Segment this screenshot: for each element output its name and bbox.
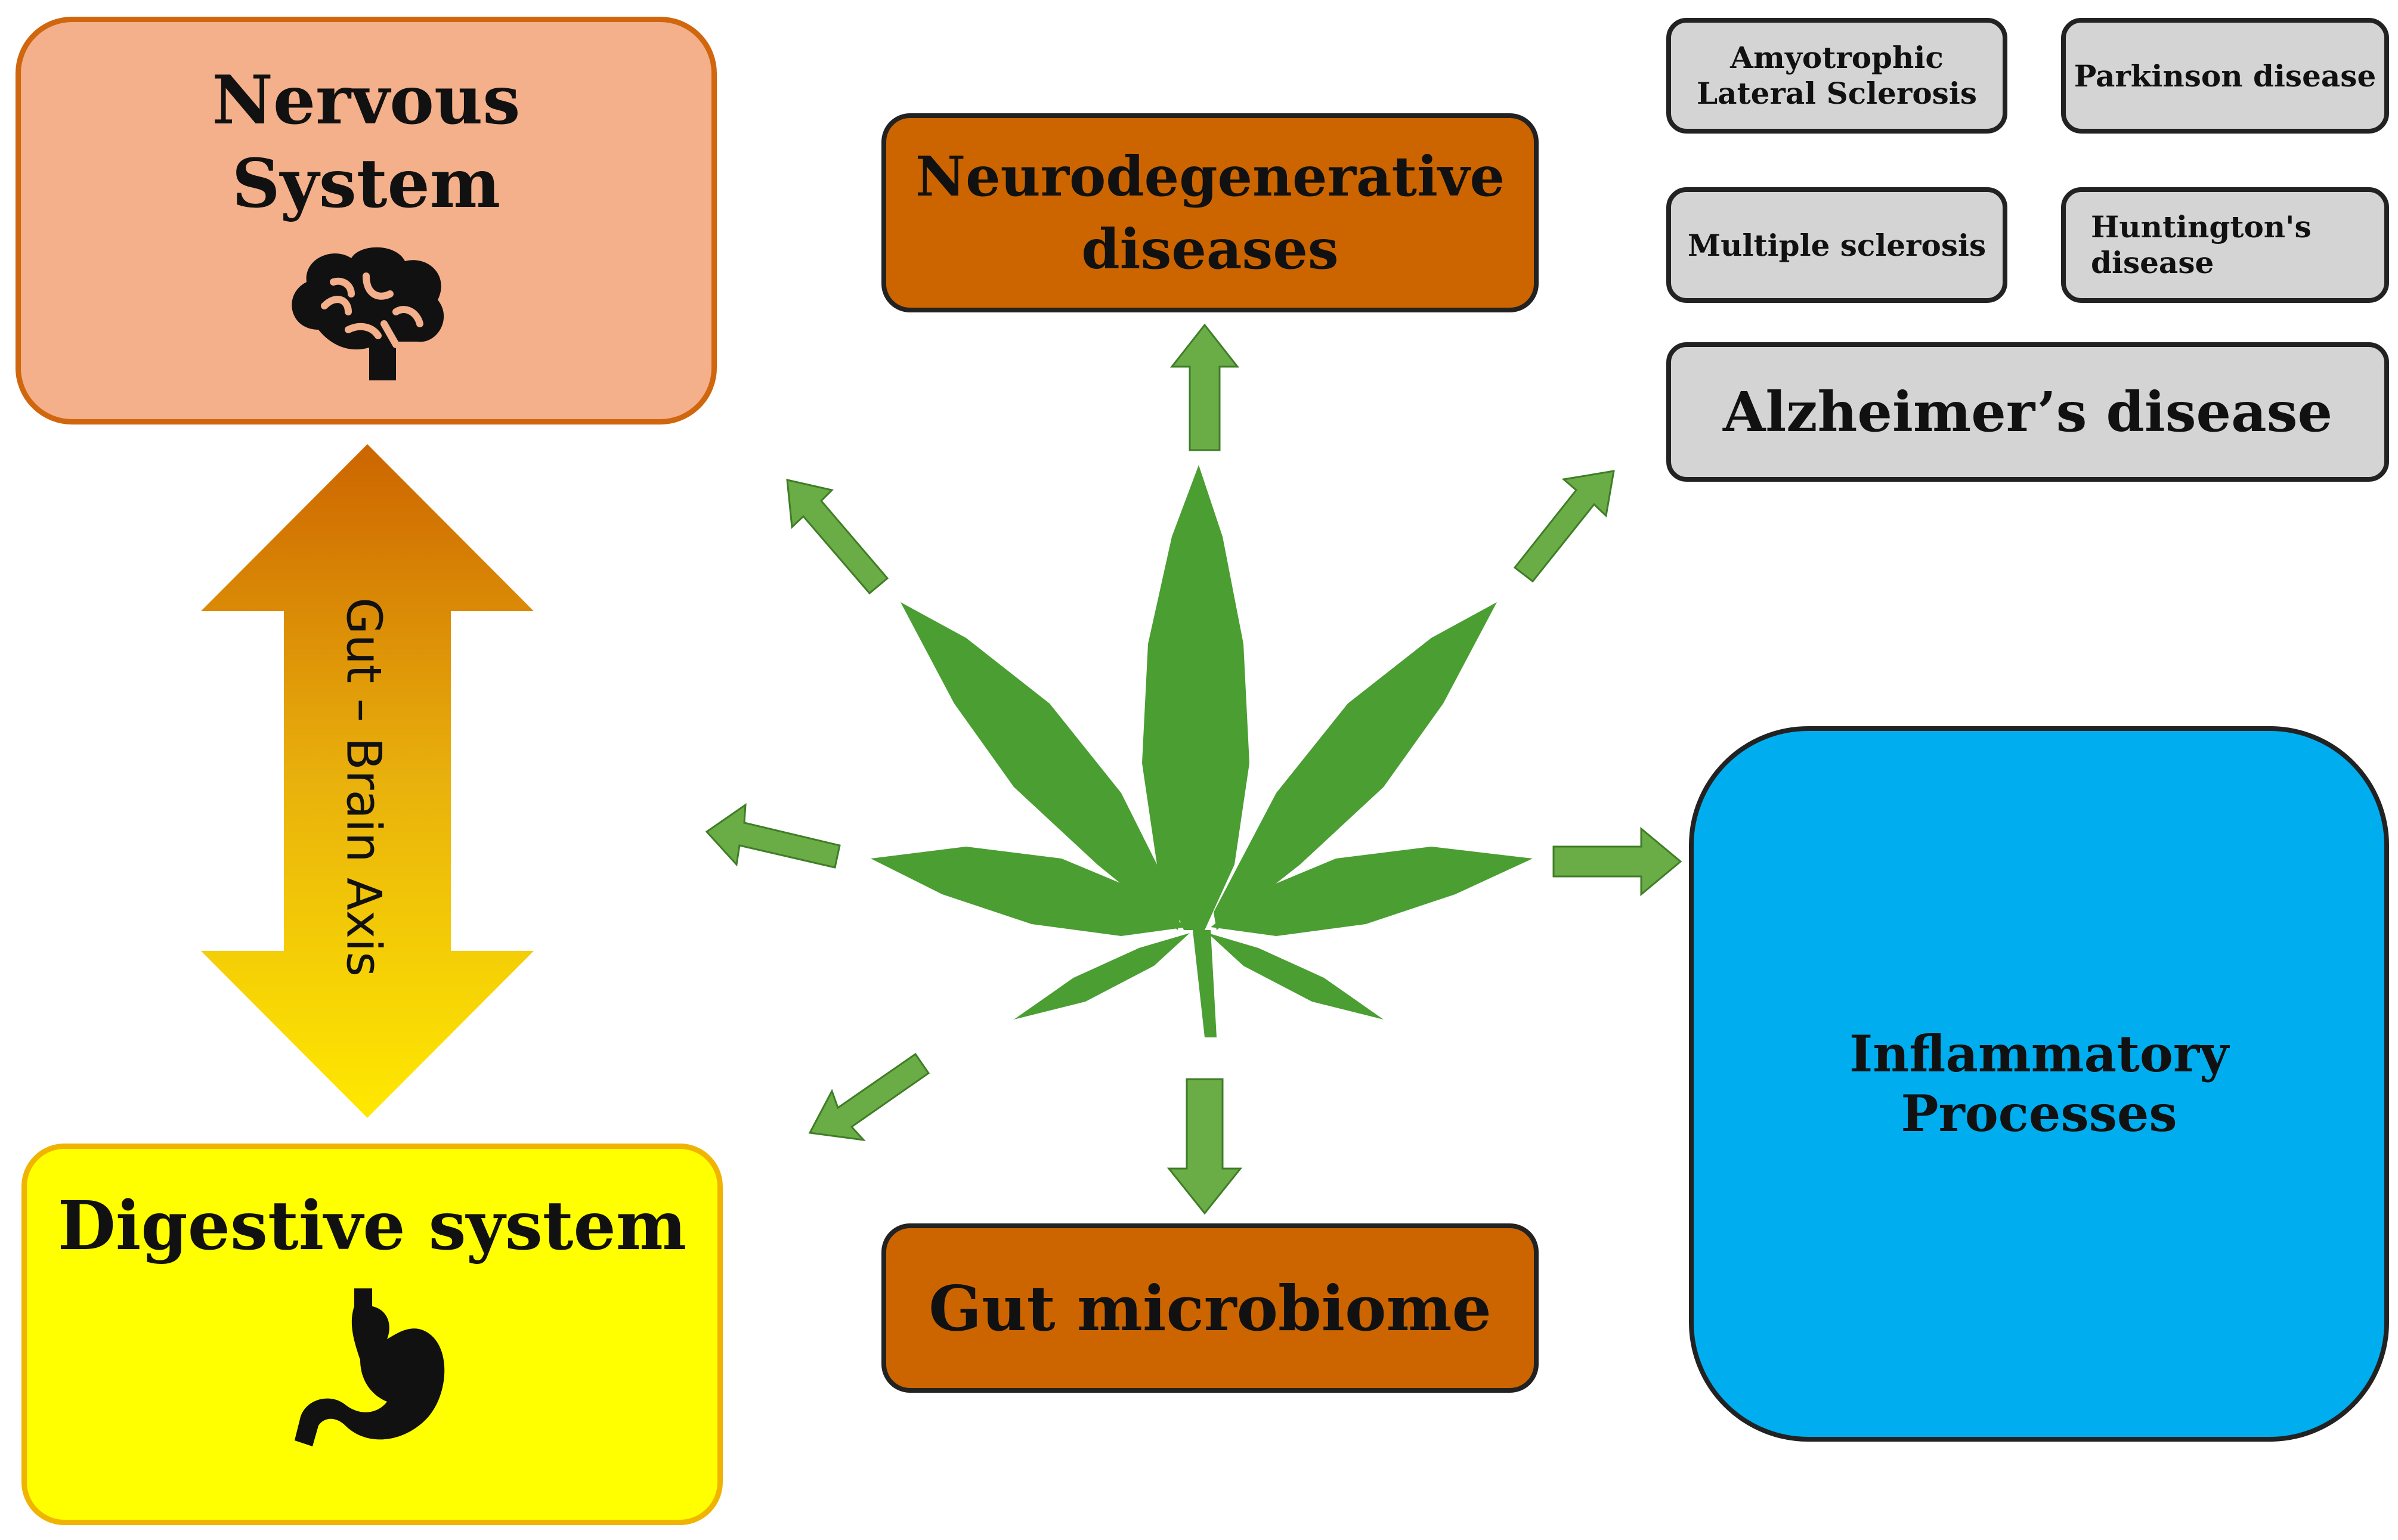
inflammatory-label: Inflammatory Processes: [1849, 1024, 2229, 1143]
arrow-up-icon: [1169, 323, 1240, 451]
multiple-sclerosis-label: Multiple sclerosis: [1687, 227, 1987, 263]
nervous-system-title: Nervous System: [212, 61, 521, 223]
neurodegenerative-label: Neurodegenerative diseases: [915, 144, 1505, 281]
arrow-up-right-icon: [1513, 470, 1615, 583]
arrow-down-left-icon: [808, 1052, 930, 1142]
digestive-system-box: Digestive system: [21, 1144, 723, 1525]
nervous-system-box: Nervous System: [16, 17, 717, 424]
huntington-box: Huntington's disease: [2061, 187, 2389, 303]
gut-microbiome-label: Gut microbiome: [929, 1271, 1492, 1345]
gut-microbiome-box: Gut microbiome: [881, 1223, 1539, 1393]
als-label: Amyotrophic Lateral Sclerosis: [1697, 40, 1977, 111]
alzheimer-box: Alzheimer’s disease: [1666, 342, 2389, 482]
arrow-right-icon: [1552, 826, 1682, 897]
arrow-up-left-icon: [786, 479, 889, 595]
parkinson-label: Parkinson disease: [2074, 58, 2377, 94]
als-box: Amyotrophic Lateral Sclerosis: [1666, 18, 2007, 134]
parkinson-box: Parkinson disease: [2061, 18, 2389, 134]
multiple-sclerosis-box: Multiple sclerosis: [1666, 187, 2007, 303]
digestive-system-title: Digestive system: [57, 1187, 687, 1265]
neurodegenerative-diseases-box: Neurodegenerative diseases: [881, 113, 1539, 312]
arrow-down-icon: [1166, 1078, 1243, 1215]
brain-icon: [292, 247, 444, 380]
arrow-left-icon: [705, 802, 841, 869]
alzheimer-label: Alzheimer’s disease: [1722, 380, 2333, 444]
huntington-label: Huntington's disease: [2091, 209, 2312, 280]
stomach-icon: [295, 1288, 445, 1446]
inflammatory-processes-box: Inflammatory Processes: [1689, 726, 2389, 1442]
